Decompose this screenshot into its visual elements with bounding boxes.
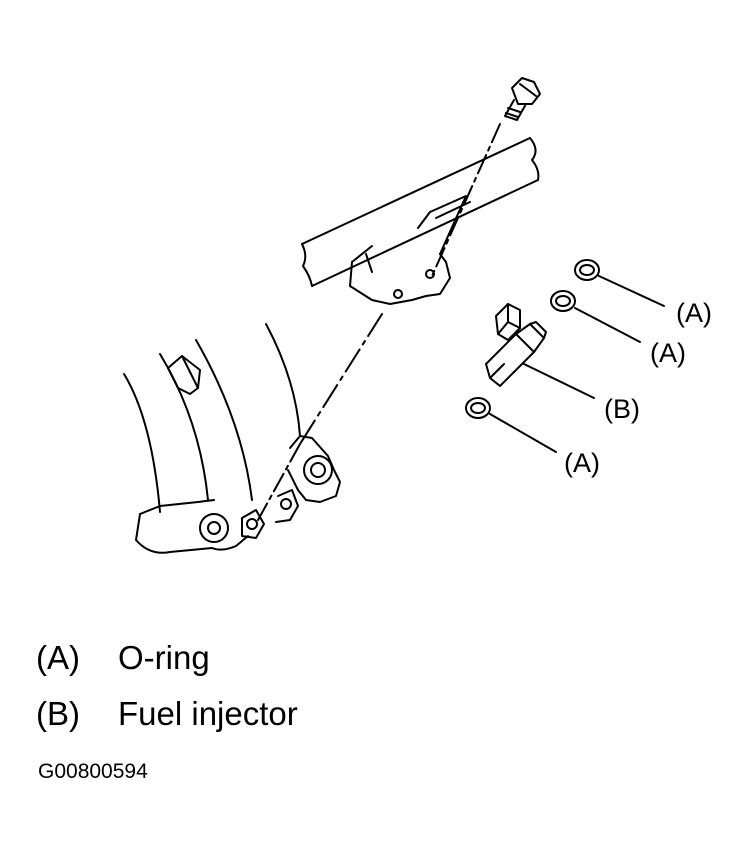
intake-manifold-drawing — [123, 323, 341, 554]
o-ring-drawing-1 — [574, 259, 600, 281]
leader-line-a2 — [574, 307, 641, 343]
o-ring-drawing-2 — [550, 290, 576, 312]
callout-a2: (A) — [650, 338, 686, 368]
fuel-injector-drawing — [485, 303, 547, 387]
callout-b: (B) — [604, 394, 640, 424]
legend-label: O-ring — [118, 639, 210, 676]
legend-key: (B) — [36, 695, 80, 732]
legend-item-o-ring: (A) O-ring — [36, 641, 210, 674]
figure-code: G00800594 — [38, 760, 148, 783]
bracket-drawing — [349, 195, 471, 305]
legend-item-fuel-injector: (B) Fuel injector — [36, 697, 298, 730]
mount-center-line — [299, 313, 383, 445]
fuel-rail-drawing — [301, 137, 540, 287]
leader-line-b — [523, 363, 595, 399]
bolt-center-line — [431, 123, 501, 277]
legend-label: Fuel injector — [118, 695, 298, 732]
o-ring-drawing-3 — [465, 397, 491, 419]
fuel-injector-diagram: (A) (A) (B) (A) — [123, 77, 712, 554]
legend-key: (A) — [36, 639, 80, 676]
bolt-drawing — [504, 77, 541, 121]
leader-line-a1 — [598, 275, 665, 307]
callout-a3: (A) — [564, 448, 600, 478]
callout-a1: (A) — [676, 298, 712, 328]
leader-line-a3 — [489, 413, 557, 453]
